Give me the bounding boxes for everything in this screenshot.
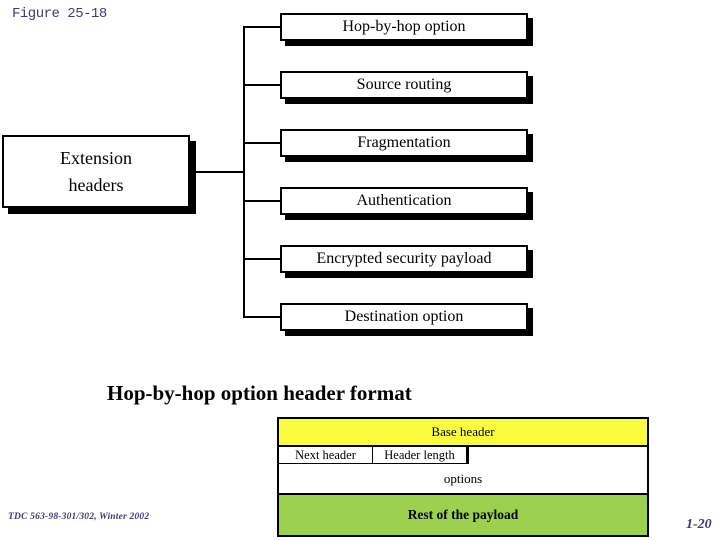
figure-label: Figure 25-18 (12, 6, 107, 22)
connector-root-line (190, 171, 243, 173)
node-encrypted-security-payload: Encrypted security payload (280, 245, 528, 273)
header-format-table: Base header Next header Header length op… (277, 417, 649, 537)
header-length-cell: Header length (373, 447, 469, 464)
next-header-cell: Next header (279, 447, 373, 464)
subtitle: Hop-by-hop option header format (107, 381, 412, 405)
extension-headers-box: Extension headers (2, 135, 190, 208)
connector-line-hop-by-hop (243, 26, 280, 28)
fields-row: Next header Header length (279, 447, 647, 464)
connector-line-authentication (243, 200, 280, 202)
options-row: options (443, 470, 483, 486)
payload-row: Rest of the payload (279, 493, 647, 535)
connector-line-destination (243, 316, 280, 318)
root-label-line-1: Extension (60, 148, 132, 169)
connector-line-source-routing (243, 84, 280, 86)
connector-line-encrypted (243, 258, 280, 260)
node-fragmentation: Fragmentation (280, 129, 528, 157)
node-hop-by-hop-option: Hop-by-hop option (280, 13, 528, 41)
node-source-routing: Source routing (280, 71, 528, 99)
node-destination-option: Destination option (280, 303, 528, 331)
node-authentication: Authentication (280, 187, 528, 215)
base-header-row: Base header (279, 419, 647, 447)
connector-line-fragmentation (243, 142, 280, 144)
page-number: 1-20 (686, 517, 712, 532)
root-label-line-2: headers (68, 174, 124, 195)
connector-trunk-line (243, 26, 245, 318)
course-footer: TDC 563-98-301/302, Winter 2002 (8, 512, 150, 522)
